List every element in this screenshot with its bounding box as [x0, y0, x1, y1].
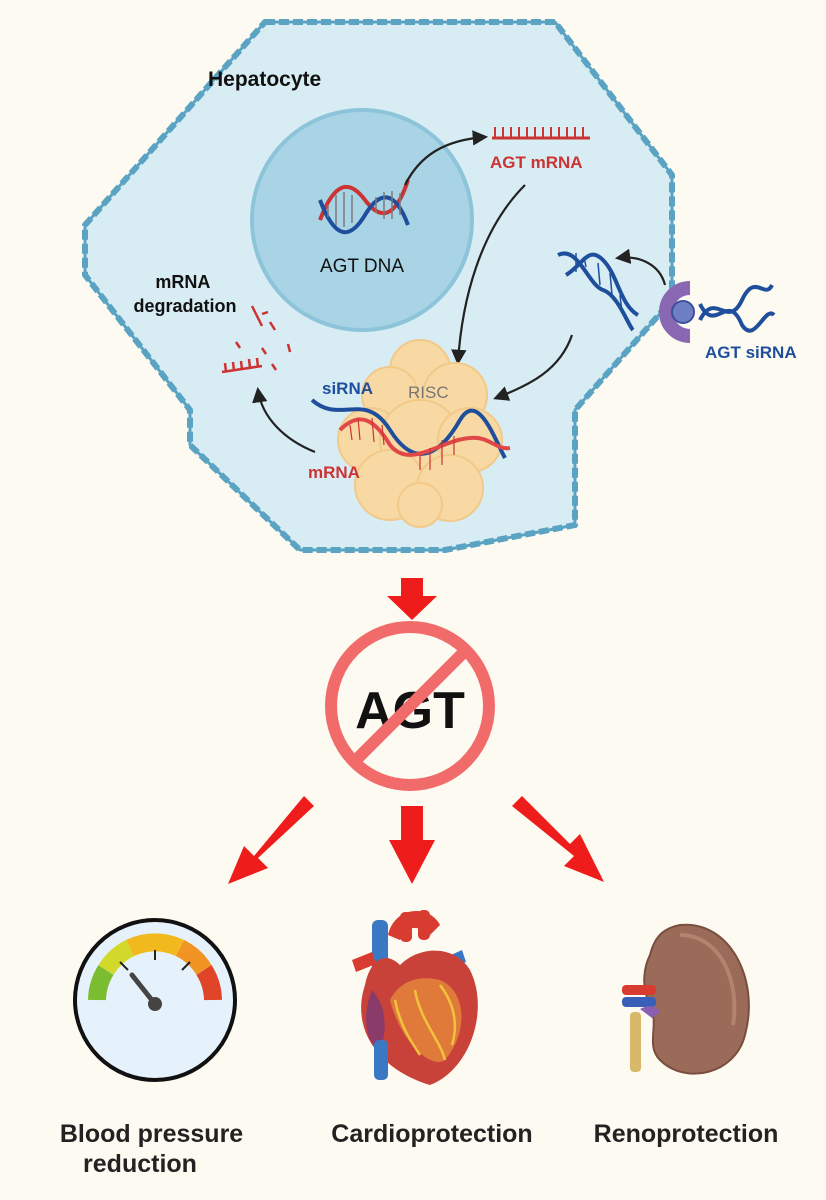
- degradation-label-line-2: degradation: [133, 296, 236, 316]
- agt-mrna: AGT mRNA: [490, 127, 590, 172]
- sirna-entry-arrow: [614, 248, 667, 286]
- sirna-duplex-icon: [557, 251, 640, 332]
- agt-inhibition-sign: AGT: [325, 621, 495, 791]
- degradation-label: mRNA degradation: [133, 272, 236, 316]
- dna-icon: [318, 179, 410, 235]
- cell-title: Hepatocyte: [208, 68, 321, 91]
- translation-arrow: [451, 184, 526, 366]
- outcome-label-blood-pressure-line-2: reduction: [83, 1150, 197, 1178]
- heart-icon: [352, 910, 478, 1085]
- nucleus: AGT DNA: [250, 108, 474, 332]
- outcome-label-blood-pressure-line-1: Blood pressure: [60, 1120, 243, 1148]
- receptor-sirna-icon: AGT siRNA: [659, 281, 797, 362]
- risc-sirna-label: siRNA: [322, 379, 373, 398]
- outcome-arrows: [228, 796, 604, 884]
- degradation-arrow: [252, 386, 316, 454]
- degradation-label-line-1: mRNA: [155, 272, 210, 292]
- agt-sirna-label: AGT siRNA: [705, 343, 797, 362]
- agt-mrna-label: AGT mRNA: [490, 153, 583, 172]
- risc-complex: RISC siRNA mRNA: [308, 339, 511, 528]
- outcome-label-cardioprotection: Cardioprotection: [331, 1120, 532, 1148]
- kidney-icon: [622, 923, 750, 1075]
- outcome-label-blood-pressure: Blood pressure reduction: [60, 1120, 250, 1178]
- risc-label: RISC: [408, 383, 449, 402]
- outcome-label-renoprotection: Renoprotection: [594, 1120, 779, 1148]
- down-arrow: [387, 578, 437, 620]
- risc-mrna-label: mRNA: [308, 463, 360, 482]
- transcription-arrow: [404, 130, 489, 186]
- nucleus-label: AGT DNA: [320, 256, 404, 277]
- pathway-arrows: [252, 130, 667, 454]
- pressure-gauge-icon: [73, 918, 237, 1082]
- sirna-to-risc-arrow: [493, 334, 574, 401]
- degradation-fragments: [221, 305, 292, 374]
